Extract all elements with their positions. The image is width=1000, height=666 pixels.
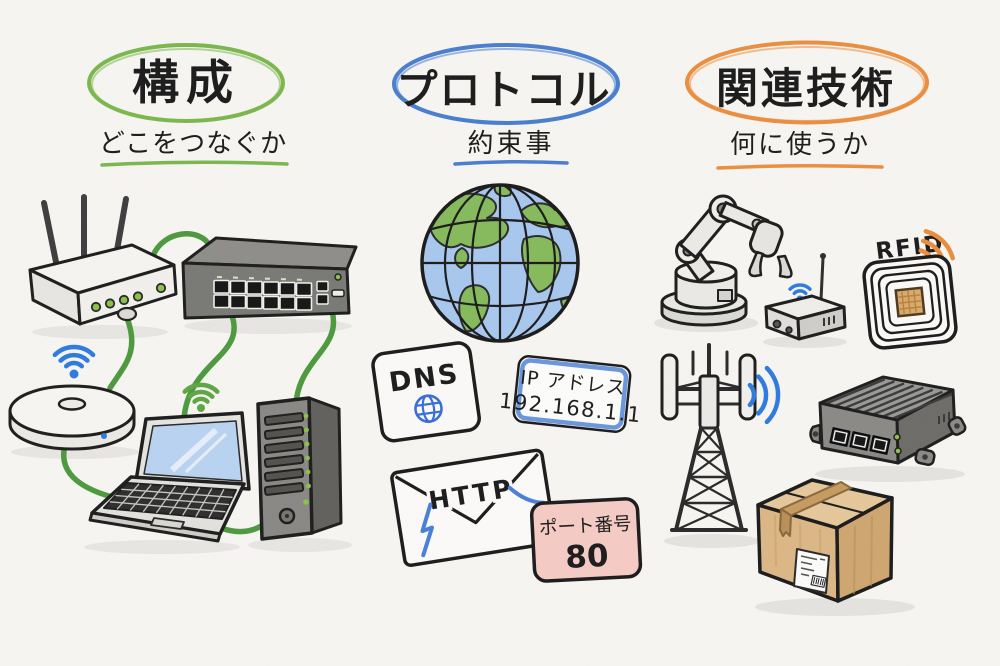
paper-grain <box>0 0 1000 666</box>
illustration-canvas: 構成 どこをつなぐか <box>0 0 1000 666</box>
